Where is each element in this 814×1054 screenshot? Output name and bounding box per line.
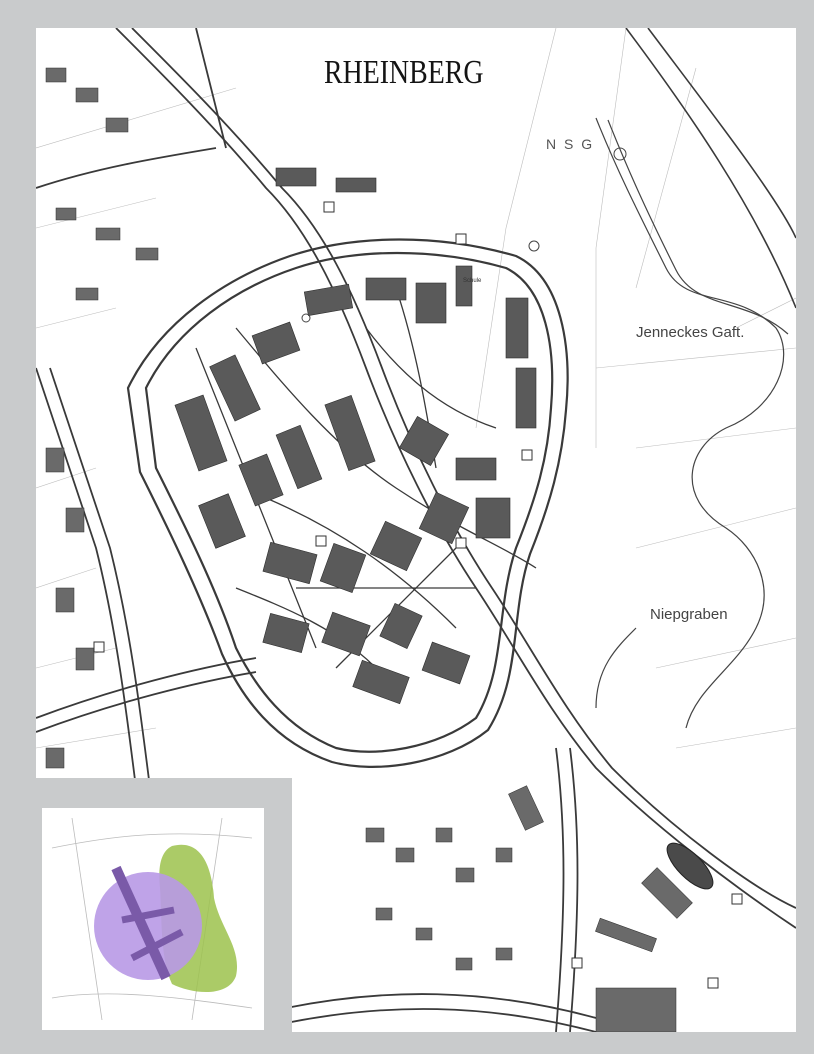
railway-line [625, 28, 796, 309]
stream-label-niepgraben: Niepgraben [650, 606, 728, 623]
map-canvas[interactable]: RHEINBERG N S G Jenneckes Gaft. Niepgrab… [36, 28, 796, 1032]
stream-lines [595, 117, 789, 729]
town-title: RHEINBERG [324, 54, 484, 91]
building-blocks [174, 167, 537, 705]
overview-drawing [51, 817, 253, 1021]
pond [666, 842, 714, 890]
outer-housing-west [45, 67, 159, 769]
town-core-shape [94, 872, 202, 980]
parcel-lines [36, 28, 796, 749]
ring-road [126, 238, 569, 768]
nature-reserve-label: N S G [546, 136, 595, 152]
inset-frame [36, 778, 292, 1032]
parking-markers [93, 201, 743, 989]
overview-inset[interactable] [42, 808, 264, 1030]
outer-housing-south [365, 785, 693, 1032]
landmark-circles [301, 147, 627, 323]
map-drawing [36, 28, 796, 1032]
school-label: Schule [463, 278, 482, 284]
cross-road-band [121, 906, 184, 962]
stream-label-jenneckes: Jenneckes Gaft. [636, 324, 745, 341]
main-road-band [111, 865, 171, 981]
